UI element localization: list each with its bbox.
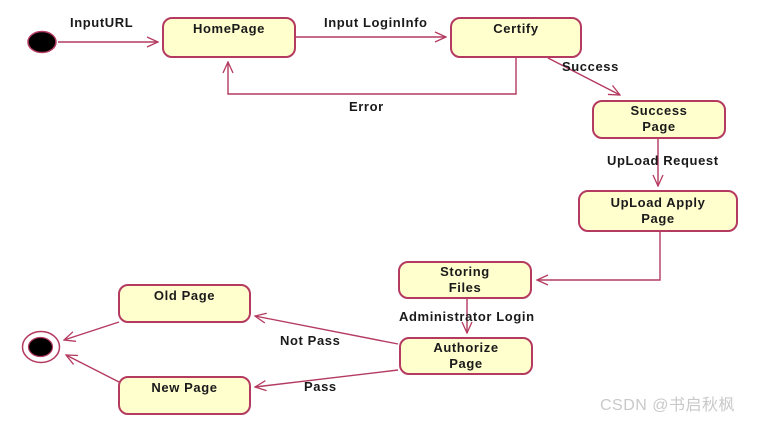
state-label: Old Page: [153, 288, 216, 303]
state-label: HomePage: [193, 21, 265, 36]
final-state-node: [21, 330, 61, 364]
state-node-new-page: New Page: [118, 376, 251, 415]
edge-label-upload-request: UpLoad Request: [607, 153, 719, 168]
edge-upload-to-storing: [537, 232, 661, 280]
edge-pass: [255, 369, 399, 387]
edge-not-pass: [255, 316, 399, 345]
state-label-line1: UpLoad Apply: [610, 195, 706, 210]
state-node-old-page: Old Page: [118, 284, 251, 323]
edge-oldpage-to-final: [64, 321, 120, 340]
edge-label-administrator-login: Administrator Login: [399, 309, 535, 324]
csdn-watermark: CSDN @书启秋枫: [600, 397, 736, 414]
state-node-certify: Certify: [450, 17, 582, 58]
edge-label-inputurl: InputURL: [70, 15, 134, 30]
state-node-authorize-page: Authorize Page: [399, 337, 533, 375]
state-label: Certify: [493, 21, 539, 36]
state-node-homepage: HomePage: [162, 17, 296, 58]
state-node-success-page: Success Page: [592, 100, 726, 139]
edge-success: [547, 57, 620, 95]
state-label-line1: Success: [630, 103, 688, 118]
edge-label-error: Error: [349, 99, 384, 114]
state-node-storing-files: Storing Files: [398, 261, 532, 299]
state-label-line2: Page: [641, 211, 675, 226]
edge-label-success: Success: [562, 59, 619, 74]
edge-label-input-logininfo: Input LoginInfo: [324, 15, 428, 30]
state-label-line2: Page: [449, 356, 483, 371]
state-node-upload-apply-page: UpLoad Apply Page: [578, 190, 738, 232]
final-state-inner-dot: [27, 336, 54, 358]
state-label-line2: Page: [642, 119, 676, 134]
edge-label-not-pass: Not Pass: [280, 333, 341, 348]
state-label-line1: Storing: [440, 264, 490, 279]
state-label-line2: Files: [448, 280, 482, 295]
edge-newpage-to-final: [66, 355, 120, 383]
initial-state-node: [27, 30, 57, 54]
state-label: New Page: [151, 380, 218, 395]
edge-error: [228, 58, 517, 95]
edge-label-pass: Pass: [304, 379, 337, 394]
state-label-line1: Authorize: [433, 340, 499, 355]
